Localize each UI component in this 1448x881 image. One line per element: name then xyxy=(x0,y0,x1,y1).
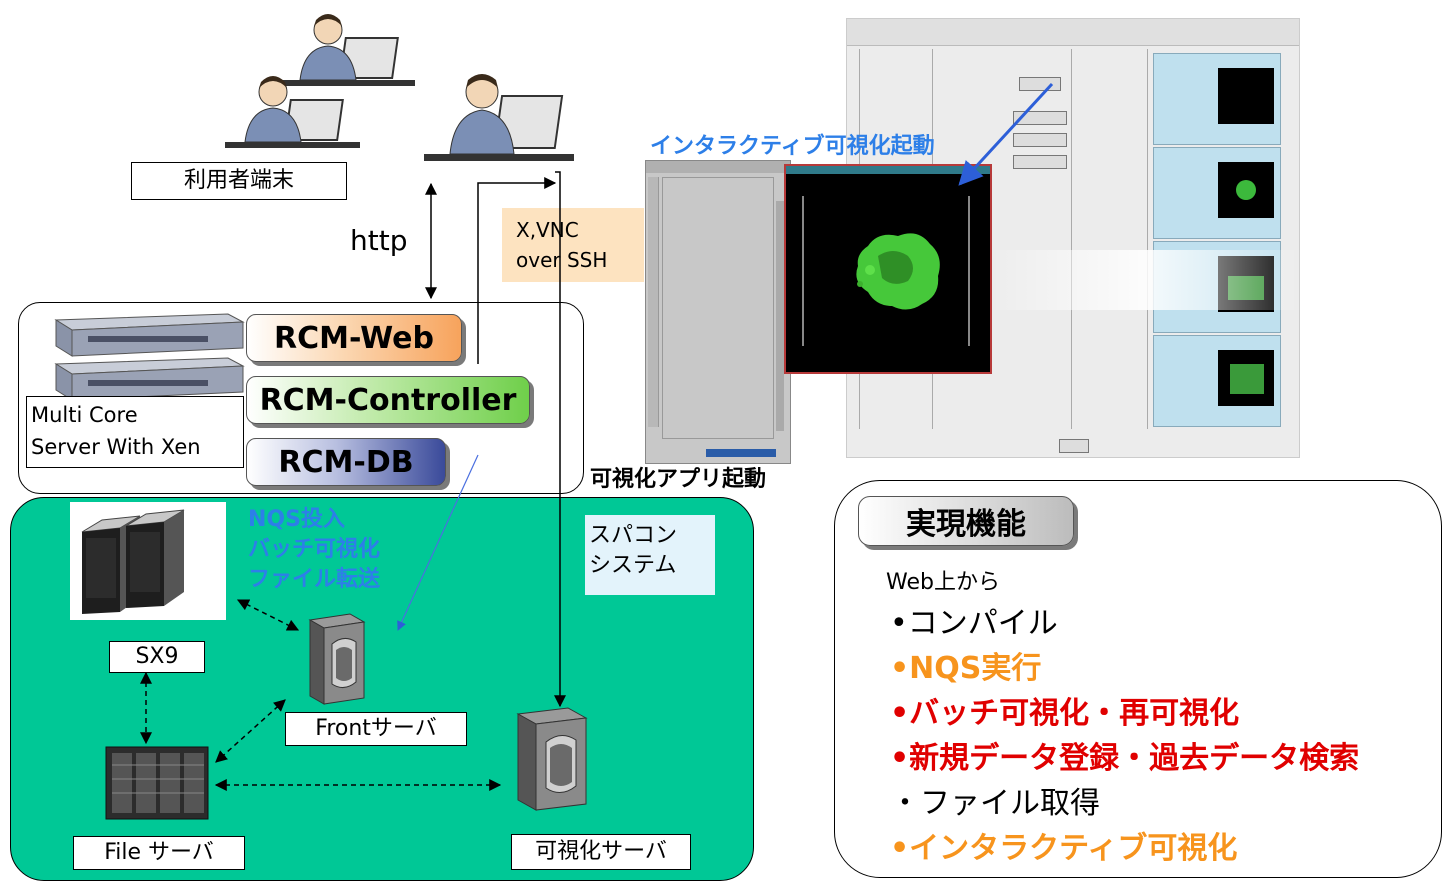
render-window xyxy=(784,164,992,374)
rack-server-illustration xyxy=(54,313,245,401)
render-window-right-bar xyxy=(968,196,970,346)
sx9-front-arrow xyxy=(236,599,300,631)
rcm-controller-box: RCM-Controller xyxy=(246,376,530,424)
feature-interactive-viz: •インタラクティブ可視化 xyxy=(890,831,1238,866)
file-server-illustration xyxy=(105,746,209,820)
screenshot-panel xyxy=(1153,147,1281,239)
viz-server-label: 可視化サーバ xyxy=(511,834,691,870)
screenshot-button xyxy=(1013,155,1067,169)
xvnc-arrow xyxy=(554,171,566,708)
screenshot-panel xyxy=(1153,53,1281,145)
feature-compile: •コンパイル xyxy=(890,606,1058,641)
screenshot-column-2 xyxy=(931,49,1072,429)
nqs-line-1: NQS投入 xyxy=(248,507,345,532)
screenshot-button xyxy=(1013,111,1067,125)
user-illustration-1 xyxy=(280,14,415,86)
interactive-launch-label: インタラクティブ可視化起動 xyxy=(650,134,935,159)
viz-app-scrollbar xyxy=(776,201,784,431)
supercomputer-label: スパコン システム xyxy=(585,515,715,595)
render-window-titlebar xyxy=(786,166,990,174)
features-title: 実現機能 xyxy=(858,496,1074,546)
screenshot-toolbar xyxy=(847,19,1299,46)
screenshot-panel xyxy=(1153,335,1281,427)
screenshot-button xyxy=(1013,133,1067,147)
glow-band xyxy=(980,250,1310,310)
features-subtitle: Web上から xyxy=(886,570,1000,595)
xvnc-line-2: over SSH xyxy=(516,248,608,272)
features-panel xyxy=(834,480,1442,878)
nqs-label: NQS投入 バッチ可視化 ファイル転送 xyxy=(248,505,380,595)
nqs-arrow xyxy=(397,454,479,631)
screenshot-button xyxy=(1059,439,1089,453)
rcm-web-to-terminal-arrow xyxy=(477,177,557,364)
multicore-label: Multi Core Server With Xen xyxy=(26,396,244,468)
front-server-label: Frontサーバ xyxy=(285,712,467,746)
supercomputer-line-2: システム xyxy=(589,553,677,578)
app-launch-label: 可視化アプリ起動 xyxy=(590,467,767,492)
viz-server-illustration xyxy=(516,707,588,811)
viz-app-panel xyxy=(662,177,774,439)
web-app-screenshot xyxy=(846,18,1300,458)
feature-file-get: ・ファイル取得 xyxy=(890,786,1100,821)
sx9-label: SX9 xyxy=(109,641,205,673)
feature-data-register: •新規データ登録・過去データ検索 xyxy=(890,741,1360,776)
front-server-illustration xyxy=(308,613,366,705)
feature-nqs: •NQS実行 xyxy=(890,651,1042,686)
viz-app-window xyxy=(645,160,791,464)
xvnc-line-1: X,VNC xyxy=(516,218,579,242)
multicore-line-2: Server With Xen xyxy=(31,435,201,459)
http-label: http xyxy=(350,224,408,257)
green-volume-render xyxy=(856,233,940,310)
nqs-line-2: バッチ可視化 xyxy=(248,537,381,562)
file-server-label: File サーバ xyxy=(73,836,245,870)
feature-batch-viz: •バッチ可視化・再可視化 xyxy=(890,696,1240,731)
sx9-image-frame xyxy=(70,502,226,620)
rcm-db-box: RCM-DB xyxy=(246,438,446,486)
render-window-left-bar xyxy=(802,196,804,346)
sx9-illustration xyxy=(81,509,185,614)
nqs-line-3: ファイル転送 xyxy=(248,567,381,592)
interactive-launch-arrow xyxy=(958,82,1054,186)
user-terminal-label: 利用者端末 xyxy=(131,162,347,200)
multicore-line-1: Multi Core xyxy=(31,403,138,427)
rcm-web-box: RCM-Web xyxy=(246,314,462,362)
user-illustration-3 xyxy=(424,74,574,161)
viz-app-sidebar xyxy=(648,177,659,427)
xvnc-label: X,VNC over SSH xyxy=(502,208,644,282)
viz-app-progress xyxy=(706,449,776,457)
viz-app-toolbar xyxy=(646,161,790,173)
screenshot-column-3 xyxy=(1071,49,1148,429)
front-file-arrow xyxy=(215,699,286,763)
user-illustration-2 xyxy=(225,76,360,148)
supercomputer-line-1: スパコン xyxy=(589,523,678,548)
